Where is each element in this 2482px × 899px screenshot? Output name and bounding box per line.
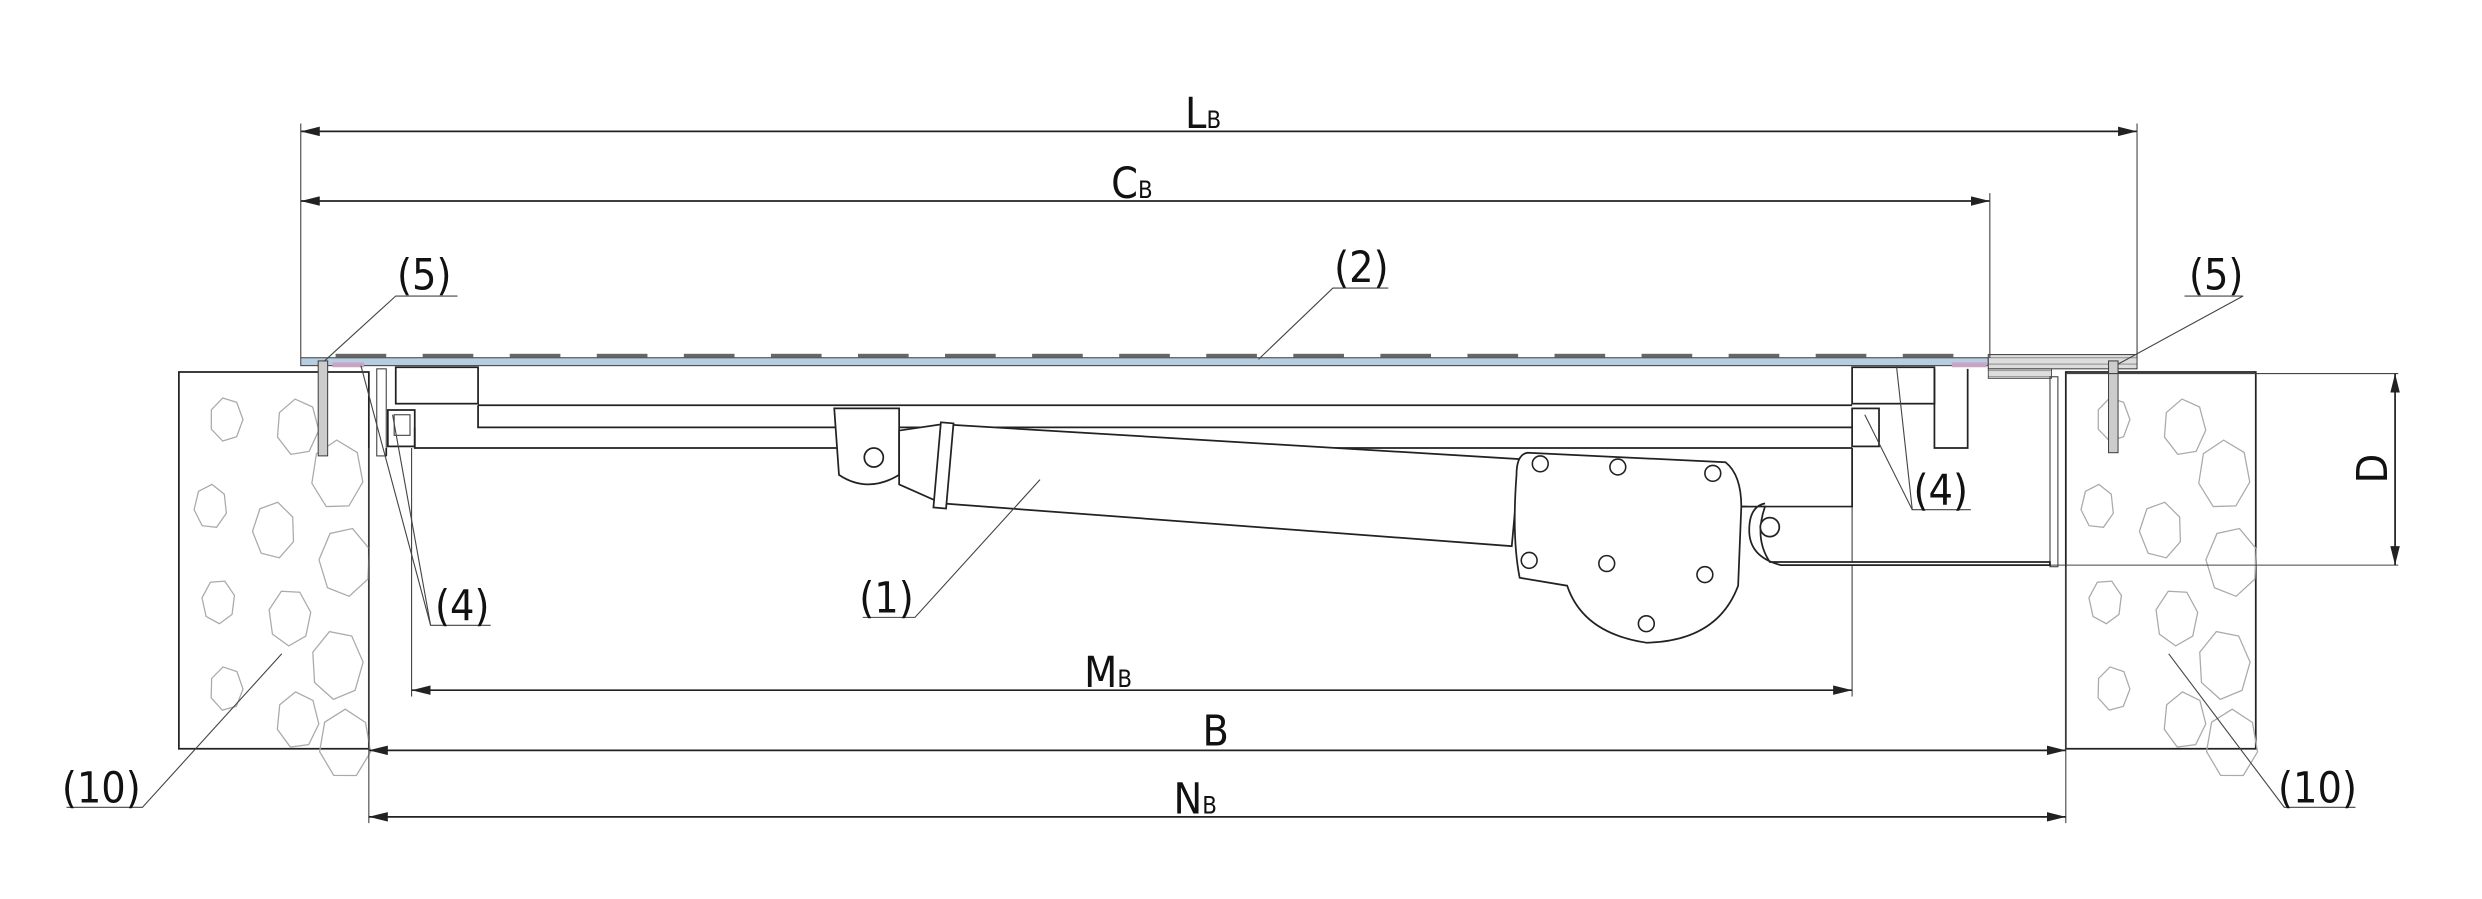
aggregate-stone (311, 439, 364, 508)
aggregate-stone (210, 666, 244, 711)
tread-bar (1902, 353, 1954, 358)
tread-bar (1206, 353, 1257, 358)
aggregate-stone (2198, 439, 2251, 508)
svg-text:B: B (1203, 707, 1229, 757)
aggregate-stone (2199, 630, 2251, 701)
callout-actuator: (1) (859, 574, 913, 624)
svg-text:NB: NB (1173, 775, 1216, 825)
callout-anchor-left: (5) (397, 251, 451, 301)
aggregate-stone (2097, 397, 2131, 442)
callout-concrete-left: (10) (62, 764, 141, 814)
dimension-lb: LB (300, 89, 2138, 358)
dimension-b: B (368, 707, 2066, 757)
cover-plate (300, 353, 2138, 379)
tread-bar (1467, 353, 1519, 358)
tread-bar (770, 353, 822, 358)
aggregate-stone (276, 398, 320, 456)
aggregate-stone (268, 590, 312, 647)
aggregate-stone (2205, 527, 2257, 598)
tread-bar (1119, 353, 1170, 358)
aggregate-stone (2138, 501, 2182, 559)
aggregate-stone (201, 580, 236, 625)
aggregate-stone (276, 691, 320, 748)
dimension-d: D (2348, 373, 2400, 566)
tread-bar (1728, 353, 1780, 358)
tread-bar (945, 353, 996, 358)
tread-bar (857, 353, 909, 358)
aggregate-stone (2097, 666, 2131, 711)
anchor-bolt-right (2108, 360, 2119, 454)
aggregate-stone (2080, 483, 2114, 528)
callout-concrete-right: (10) (2278, 764, 2357, 814)
svg-text:MB: MB (1084, 648, 1132, 698)
tread-bar (1815, 353, 1867, 358)
aggregate-stone (2088, 580, 2123, 625)
tread-bar (422, 353, 474, 358)
tread-bar (335, 353, 387, 358)
aggregate-stone (2163, 691, 2207, 748)
aggregate-stone (210, 397, 244, 442)
tread-bar (683, 353, 735, 358)
tread-bar (1032, 353, 1083, 358)
aggregate-stone (193, 483, 228, 528)
callout-cover-plate: (2) (1334, 243, 1388, 293)
callout-seal-right: (4) (1914, 466, 1968, 516)
dimension-nb: NB (368, 775, 2066, 825)
aggregate-stone (318, 527, 370, 598)
svg-text:LB: LB (1185, 89, 1221, 139)
aggregate-stone (2205, 708, 2259, 777)
callout-anchor-right: (5) (2189, 251, 2243, 301)
tread-bar (596, 353, 648, 358)
tread-bar (1554, 353, 1606, 358)
aggregate-stone (312, 630, 364, 701)
dimension-mb: MB (411, 648, 1853, 698)
actuator (833, 407, 2051, 644)
svg-text:CB: CB (1111, 159, 1153, 209)
concrete-wall-right (2064, 371, 2259, 777)
tread-bar (1293, 353, 1344, 358)
tread-bar (1380, 353, 1432, 358)
callout-seal-left: (4) (435, 582, 489, 632)
tread-bar (509, 353, 561, 358)
aggregate-stone (2163, 398, 2207, 456)
tread-bar (1641, 353, 1693, 358)
dimension-cb: CB (300, 159, 1991, 358)
frame (368, 366, 2399, 824)
anchor-bolt-left (317, 360, 329, 457)
aggregate-stone (251, 501, 295, 559)
svg-text:D: D (2348, 454, 2398, 484)
concrete-wall-left (178, 371, 372, 777)
aggregate-stone (2155, 590, 2199, 647)
aggregate-stone (318, 708, 372, 777)
